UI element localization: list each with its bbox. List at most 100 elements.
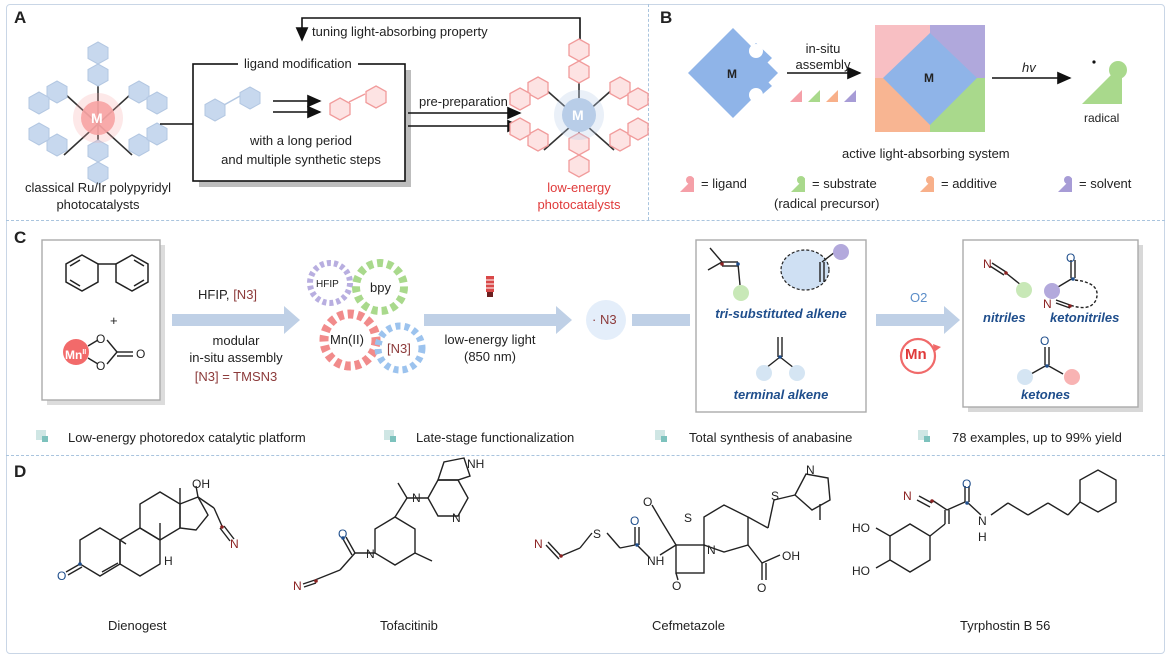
atom-o-methoxy-cefmetazole: O <box>643 495 653 509</box>
tri-substituted-alkene-structure <box>707 247 741 286</box>
feature-2: Late-stage functionalization <box>416 430 575 445</box>
atom-h-dienogest: H <box>164 554 173 568</box>
cefmetazole-structure <box>545 473 831 581</box>
classical-label-2: photocatalysts <box>56 197 140 212</box>
ligand-blue-structure <box>204 86 261 122</box>
compound-dienogest: Dienogest <box>108 618 167 633</box>
ketonitriles-label: ketonitriles <box>1050 310 1120 325</box>
low-energy-catalyst-structure <box>509 38 649 178</box>
atom-n-ring-tofacitinib: N <box>366 547 375 561</box>
figure-frame <box>6 4 1165 654</box>
panel-label-d: D <box>14 462 27 481</box>
terminal-alkene-structure <box>765 337 795 369</box>
atom-s-1-cefmetazole: S <box>593 527 602 541</box>
nitrile-structure <box>989 262 1022 286</box>
atom-o-acid-cefmetazole: O <box>757 581 767 595</box>
azide-radical-label: · N3 <box>592 312 617 327</box>
tofacitinib-structure <box>302 457 471 588</box>
atom-n-nitrile-tofacitinib: N <box>293 579 302 593</box>
tyrphostin-structure <box>875 469 1117 573</box>
radical-precursor-label: (radical precursor) <box>774 196 880 211</box>
gear-assembly <box>307 259 426 374</box>
ligand-red-structure <box>329 85 387 121</box>
low-energy-label-2: photocatalysts <box>537 197 621 212</box>
classical-metal-label: M <box>91 110 103 126</box>
assembled-system <box>875 25 985 132</box>
atom-n-ketonitrile: N <box>1043 297 1052 311</box>
mn-carbonate-structure <box>63 339 133 365</box>
atom-n-nitrile: N <box>983 257 992 271</box>
atom-o-dienogest: O <box>57 569 67 583</box>
separator-c-d <box>6 455 1165 456</box>
nitriles-label: nitriles <box>983 310 1026 325</box>
radical-label: radical <box>1084 111 1120 125</box>
classical-label-1: classical Ru/Ir polypyridyl <box>25 180 171 195</box>
atom-n-amine-tofacitinib: N <box>412 491 421 505</box>
atom-n-tetrazole-cefmetazole: N <box>806 463 815 477</box>
atom-s-3-cefmetazole: S <box>771 489 780 503</box>
atom-o-ketonitrile: O <box>1066 251 1076 265</box>
terminal-alkene-label: terminal alkene <box>733 387 829 402</box>
feature-3: Total synthesis of anabasine <box>689 430 853 445</box>
atom-o-ketone: O <box>1040 334 1050 348</box>
atom-o-3: O <box>136 347 146 361</box>
legend-substrate: = substrate <box>812 176 877 191</box>
gear-bpy-label: bpy <box>370 280 391 295</box>
radical-shape <box>1082 60 1127 104</box>
feature-4: 78 examples, up to 99% yield <box>952 430 1122 445</box>
compound-cefmetazole: Cefmetazole <box>652 618 725 633</box>
plus-sign: + <box>110 313 118 328</box>
hv-label: hv <box>1022 60 1036 75</box>
tmsn3-label: [N3] = TMSN3 <box>194 369 278 384</box>
o2-label: O2 <box>910 290 928 305</box>
atom-oh-acid-cefmetazole: OH <box>782 549 800 563</box>
insitu-label-1: in-situ <box>805 41 841 56</box>
ketone-structure <box>1030 347 1064 375</box>
dienogest-structure <box>65 485 235 577</box>
atom-n-lactam-cefmetazole: N <box>707 543 716 557</box>
panel-label-b: B <box>660 8 673 27</box>
bulb-icon <box>486 276 494 297</box>
gear-n3-label: [N3] <box>387 341 411 356</box>
atom-nh-cefmetazole: NH <box>647 554 665 568</box>
atom-o-tyrphostin: O <box>962 477 972 491</box>
b-system-metal-label: M <box>924 71 934 85</box>
classical-catalyst-structure <box>28 41 168 185</box>
panel-label-c: C <box>14 228 27 247</box>
insitu-label-2: assembly <box>795 57 851 72</box>
panel-label-a: A <box>14 8 27 27</box>
atom-nh-tofacitinib: NH <box>467 457 485 471</box>
gear-mn-label: Mn(II) <box>330 332 364 347</box>
atom-o-1: O <box>96 332 106 346</box>
small-puzzle-pieces <box>790 90 856 102</box>
atom-o-tofacitinib: O <box>338 527 348 541</box>
ketonitrile-structure <box>1055 260 1098 309</box>
tri-alkene-label: tri-substituted alkene <box>715 306 847 321</box>
legend-ligand: = ligand <box>701 176 747 191</box>
metal-puzzle-piece <box>688 28 778 118</box>
atom-o-lactam-cefmetazole: O <box>672 579 682 593</box>
atom-n-pyrimidine-tofacitinib: N <box>452 511 461 525</box>
atom-o-amide-cefmetazole: O <box>630 514 640 528</box>
feature-bullets <box>36 430 930 442</box>
separator-a-b <box>648 4 649 220</box>
mn-cycle-label: Mn <box>905 346 927 363</box>
ligand-modification-label: ligand modification <box>238 56 358 72</box>
low-energy-metal-label: M <box>572 107 584 123</box>
atom-o-2: O <box>96 359 106 373</box>
atom-oh-dienogest: OH <box>192 477 210 491</box>
atom-s-2-cefmetazole: S <box>684 511 693 525</box>
b-metal-label: M <box>727 67 737 81</box>
long-period-label-1: with a long period <box>250 133 352 148</box>
compound-tofacitinib: Tofacitinib <box>380 618 438 633</box>
long-period-label-2: and multiple synthetic steps <box>221 152 381 167</box>
low-energy-label-1: low-energy <box>547 180 611 195</box>
active-system-label: active light-absorbing system <box>842 146 1010 161</box>
light-label-1: low-energy light <box>444 332 536 347</box>
modular-label-1: modular <box>212 333 260 348</box>
feature-1: Low-energy photoredox catalytic platform <box>68 430 306 445</box>
atom-ho-1-tyrphostin: HO <box>852 521 870 535</box>
light-label-2: (850 nm) <box>463 349 517 364</box>
